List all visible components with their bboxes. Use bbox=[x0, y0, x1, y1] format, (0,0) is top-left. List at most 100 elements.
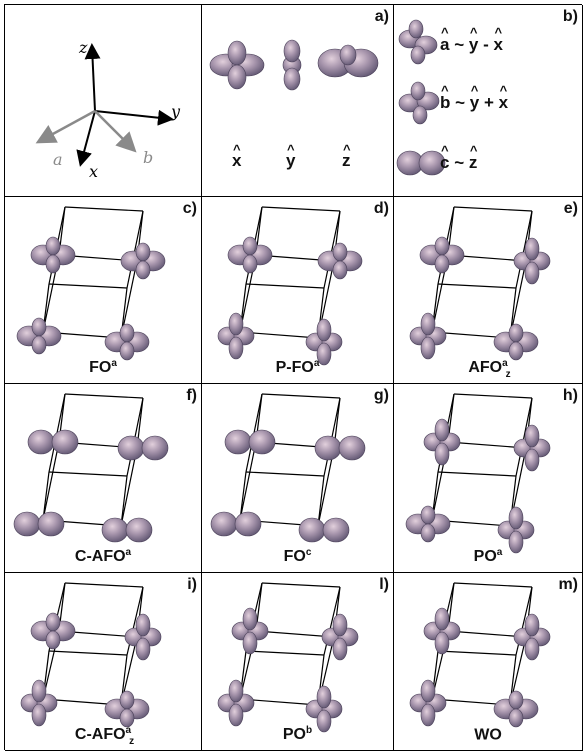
orbital-0 bbox=[30, 236, 76, 274]
orbital-3 bbox=[104, 690, 150, 728]
panel-l: l) POb bbox=[202, 573, 394, 751]
cell-edge bbox=[48, 283, 128, 289]
orbital-2 bbox=[20, 679, 58, 727]
orbital-3 bbox=[298, 517, 350, 543]
phase-name: FOc bbox=[283, 546, 312, 565]
cell-edge bbox=[239, 471, 247, 521]
orbital-1 bbox=[314, 435, 366, 461]
cell-edge bbox=[323, 210, 341, 289]
cell-edge bbox=[437, 471, 517, 477]
orbital-3 bbox=[101, 517, 153, 543]
cell-edge bbox=[239, 441, 257, 521]
cell-edge bbox=[447, 441, 527, 449]
cell-edge bbox=[447, 630, 527, 638]
cell-edge bbox=[317, 447, 335, 527]
orbital-2 bbox=[13, 511, 65, 537]
orbital-1 bbox=[317, 242, 363, 280]
cell-edge bbox=[453, 206, 533, 212]
lattice-drawing bbox=[217, 582, 359, 733]
panel-m: m) WO bbox=[394, 573, 583, 751]
cell-edge bbox=[255, 630, 335, 638]
panel-d: d) P-FOa bbox=[202, 197, 394, 384]
cell-edge bbox=[64, 582, 144, 588]
b-axis-arrow bbox=[94, 110, 137, 153]
panel-label: b) bbox=[562, 8, 578, 25]
panel-label: m) bbox=[558, 576, 578, 593]
lattice-drawing bbox=[13, 393, 169, 543]
phase-name: FOa bbox=[89, 357, 117, 376]
a-orbital-shape bbox=[398, 19, 438, 65]
b-axis-label: b bbox=[143, 148, 153, 167]
y-orbital-shape bbox=[282, 39, 302, 91]
orbital-3 bbox=[104, 323, 150, 361]
orbital-0 bbox=[227, 236, 273, 274]
relation-a: a ~ y - x bbox=[440, 25, 503, 55]
axes-diagram: z y x a b bbox=[35, 38, 181, 181]
x-orbital-label: x bbox=[232, 142, 241, 171]
phase-name: P-FOa bbox=[275, 357, 320, 376]
lattice-drawing bbox=[20, 582, 162, 728]
relation-c: c ~ z bbox=[440, 143, 477, 173]
b-orbital-shape bbox=[398, 81, 440, 125]
cell-edge bbox=[42, 441, 60, 521]
orbital-0 bbox=[423, 607, 461, 655]
panel-label: c) bbox=[182, 200, 197, 217]
orbital-2 bbox=[409, 312, 447, 360]
orbital-1 bbox=[513, 237, 551, 285]
orbital-3 bbox=[305, 318, 343, 366]
y-axis-arrow bbox=[94, 109, 174, 126]
rotated-orbitals bbox=[396, 19, 446, 176]
cell-edge bbox=[261, 582, 341, 588]
phase-name: WO bbox=[474, 726, 502, 743]
orbital-2 bbox=[217, 679, 255, 727]
z-axis-label: z bbox=[78, 38, 88, 57]
cell-edge bbox=[515, 210, 533, 289]
cell-edge bbox=[120, 475, 128, 527]
panel-h: h) POa bbox=[394, 384, 583, 573]
orbital-0 bbox=[27, 429, 79, 455]
cell-edge bbox=[245, 650, 325, 656]
lattice-drawing bbox=[210, 393, 366, 543]
c-orbital-shape bbox=[396, 150, 446, 176]
panel-label: i) bbox=[187, 576, 197, 593]
panel-label: h) bbox=[562, 387, 578, 404]
phase-name: C-AFOa bbox=[74, 546, 132, 565]
orbital-0 bbox=[30, 612, 76, 650]
orbital-3 bbox=[305, 685, 343, 733]
panel-a: a) x y z bbox=[202, 5, 394, 197]
cell-edge bbox=[126, 210, 144, 289]
panel-label: a) bbox=[374, 8, 389, 25]
orbital-1 bbox=[321, 613, 359, 661]
panel-label: d) bbox=[373, 200, 389, 217]
orbital-1 bbox=[117, 435, 169, 461]
phase-name: POa bbox=[473, 546, 503, 565]
x-axis-arrow bbox=[76, 110, 96, 167]
orbital-2 bbox=[409, 679, 447, 727]
z-orbital-shape bbox=[317, 44, 379, 78]
cell-edge bbox=[245, 283, 325, 289]
orbital-0 bbox=[224, 429, 276, 455]
a-axis-arrow bbox=[35, 109, 96, 144]
y-orbital-label: y bbox=[286, 142, 295, 171]
orbital-3 bbox=[493, 690, 539, 728]
panel-b: b) a ~ y - x bbox=[394, 5, 583, 197]
panel-label: f) bbox=[186, 387, 197, 404]
a-axis-label: a bbox=[53, 150, 63, 169]
panel-label: e) bbox=[563, 200, 578, 217]
cell-edge bbox=[453, 582, 533, 588]
cell-edge bbox=[64, 206, 144, 212]
cell-edge bbox=[317, 475, 325, 527]
phase-name: POb bbox=[282, 724, 313, 743]
relation-b: b ~ y + x bbox=[440, 83, 508, 113]
lattice-drawing bbox=[405, 393, 551, 554]
cell-edge bbox=[120, 447, 138, 527]
orbital-1 bbox=[124, 613, 162, 661]
orbital-row bbox=[209, 39, 379, 91]
panel-label: l) bbox=[379, 576, 389, 593]
panel-f: f) C-AFOa bbox=[5, 384, 202, 573]
lattice-drawing bbox=[409, 206, 551, 361]
orbital-2 bbox=[405, 505, 451, 543]
orbital-2 bbox=[210, 511, 262, 537]
panel-g: g)FOc bbox=[202, 384, 394, 573]
